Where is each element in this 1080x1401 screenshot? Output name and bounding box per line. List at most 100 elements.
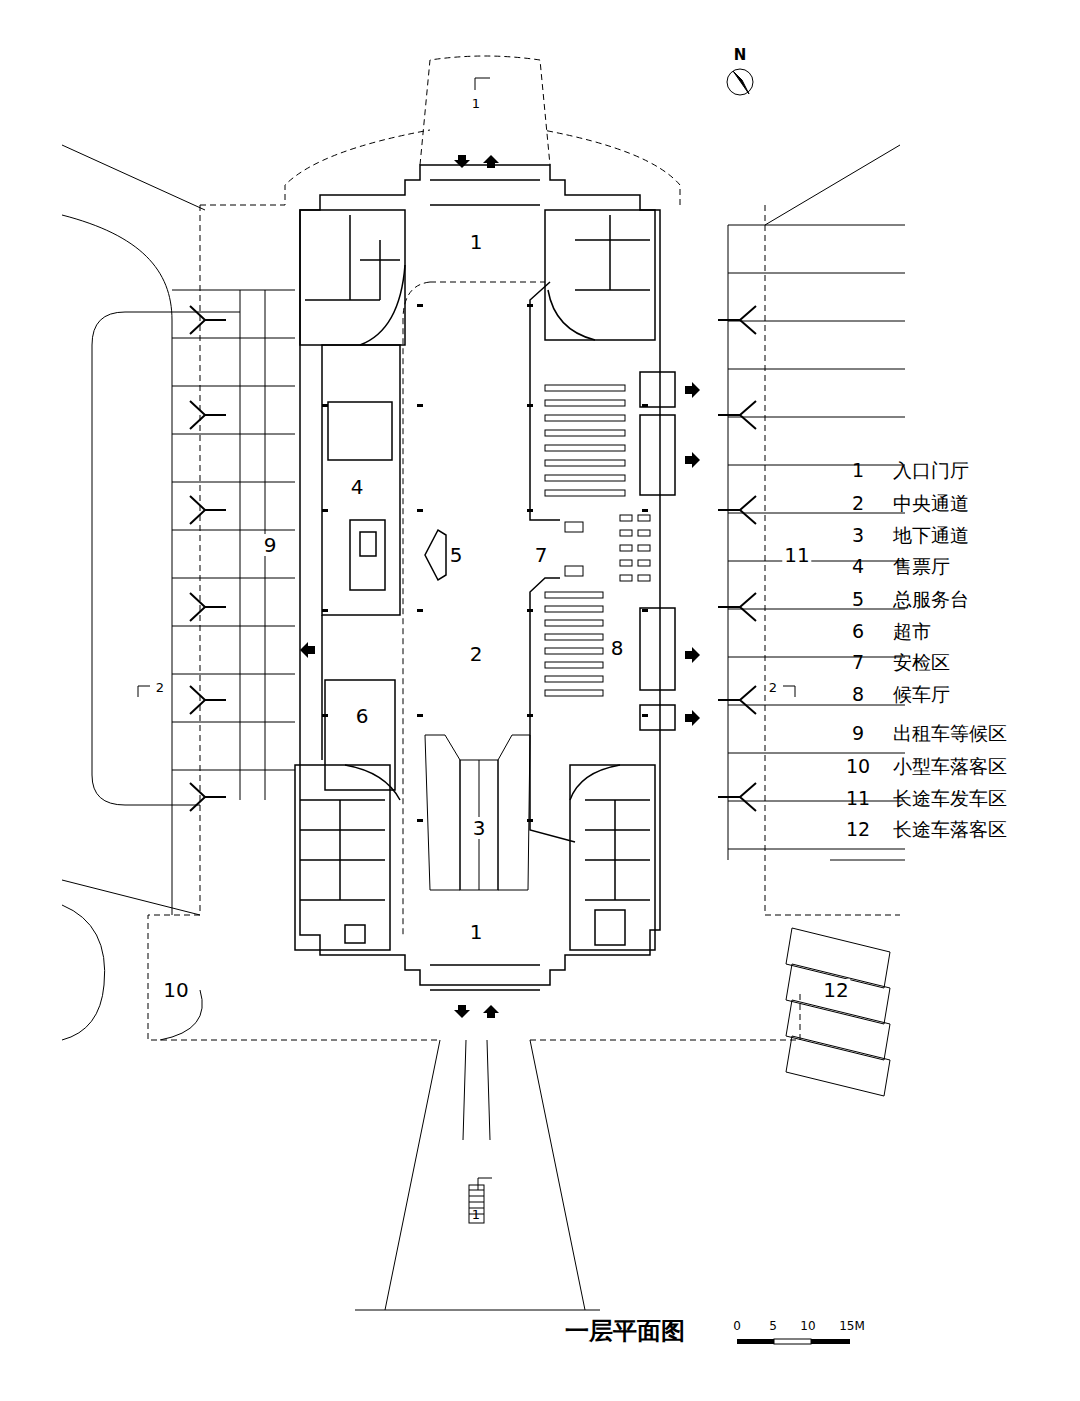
key-name: 出租车等候区 xyxy=(893,723,1007,744)
canopy-column xyxy=(718,306,756,334)
key-number: 5 xyxy=(852,589,864,610)
partition xyxy=(575,215,650,290)
bus-bay-line xyxy=(728,417,905,418)
seat-row xyxy=(545,445,625,451)
plan-line xyxy=(200,205,765,915)
taxi-bay-line xyxy=(172,626,295,627)
column xyxy=(527,404,533,407)
plan-line xyxy=(454,155,470,168)
seat-row xyxy=(638,545,650,551)
canopy-column xyxy=(718,783,756,811)
bus-bay-line xyxy=(728,369,905,370)
seat-row xyxy=(620,515,632,521)
coach-bay xyxy=(786,1000,890,1060)
seat-row xyxy=(620,530,632,536)
road-edge xyxy=(530,1040,585,1310)
supermarket xyxy=(325,680,395,790)
room-number: 10 xyxy=(161,979,190,1001)
seat-row xyxy=(620,575,632,581)
section-mark: 2 xyxy=(767,681,779,695)
column xyxy=(642,404,648,407)
taxi-bay-line xyxy=(172,578,295,579)
security-line xyxy=(530,578,575,842)
plan-line xyxy=(498,735,530,890)
entrance-doors xyxy=(430,965,540,990)
key-number: 8 xyxy=(852,684,864,705)
bus-bay-line xyxy=(728,465,905,466)
parking-lines xyxy=(172,225,905,1096)
taxi-bay-line xyxy=(172,674,295,675)
plan-line xyxy=(420,56,550,165)
room-number: 8 xyxy=(609,637,626,659)
column xyxy=(527,509,533,512)
column xyxy=(642,609,648,612)
section-mark: 1 xyxy=(472,1208,480,1222)
key-name: 候车厅 xyxy=(893,684,950,705)
room-number: 6 xyxy=(354,705,371,727)
canopy-column xyxy=(190,496,226,524)
site-lines xyxy=(62,145,905,1310)
seat-row xyxy=(638,515,650,521)
walkway xyxy=(463,1040,490,1140)
key-number: 12 xyxy=(846,819,870,840)
partition xyxy=(321,615,323,760)
taxi-bay-line xyxy=(172,770,295,771)
north-arrow xyxy=(727,69,753,95)
room-number: 11 xyxy=(782,544,811,566)
room-number: 1 xyxy=(468,921,485,943)
curved-wall xyxy=(548,290,595,340)
seat-row xyxy=(545,662,603,668)
key-name: 入口门厅 xyxy=(893,460,969,481)
stair xyxy=(469,1185,484,1223)
column xyxy=(417,509,423,512)
seat-row xyxy=(545,415,625,421)
road-edge xyxy=(830,860,905,861)
plan-line xyxy=(478,1178,492,1190)
plan-line xyxy=(733,71,749,94)
plan-line xyxy=(483,155,499,168)
seating xyxy=(545,385,650,696)
plan-line xyxy=(483,1005,499,1018)
canopy-column xyxy=(718,686,756,714)
plan-line xyxy=(425,735,460,890)
canopy-column xyxy=(190,401,226,429)
flow-arrows xyxy=(300,155,700,1018)
taxi-bay-line xyxy=(172,290,265,915)
canopy-column xyxy=(190,593,226,621)
key-name: 长途车落客区 xyxy=(893,819,1007,840)
plan-line xyxy=(475,78,490,90)
column xyxy=(642,509,648,512)
road-edge xyxy=(765,145,900,225)
key-number: 2 xyxy=(852,493,864,514)
canopy-column xyxy=(718,593,756,621)
bus-bay-line xyxy=(728,561,905,562)
room-number: 9 xyxy=(262,534,279,556)
scale-value: 5 xyxy=(769,1320,777,1333)
column xyxy=(417,609,423,612)
key-number: 4 xyxy=(852,556,864,577)
section-marks xyxy=(138,78,795,1190)
taxi-bay-line xyxy=(172,290,295,291)
seat-row xyxy=(545,690,603,696)
column xyxy=(322,609,328,612)
curved-wall xyxy=(570,765,620,800)
curved-wall xyxy=(345,765,400,800)
road-edge xyxy=(385,1040,440,1310)
bus-bay-line xyxy=(728,513,905,514)
service-block xyxy=(570,765,655,950)
bus-bay-line xyxy=(728,273,905,274)
room-number: 1 xyxy=(468,231,485,253)
column xyxy=(527,304,533,307)
seat-row xyxy=(545,634,603,640)
bus-bay-line xyxy=(728,849,905,850)
plan-line xyxy=(783,686,795,697)
key-name: 地下通道 xyxy=(893,525,969,546)
scale-value: 0 xyxy=(733,1320,741,1333)
coach-bay xyxy=(786,964,890,1024)
canopy-column xyxy=(190,306,226,334)
taxi-bay-line xyxy=(172,482,295,483)
key-number: 9 xyxy=(852,723,864,744)
room-number: 5 xyxy=(448,544,465,566)
plan-line xyxy=(774,1339,811,1344)
plan-line xyxy=(200,130,430,205)
